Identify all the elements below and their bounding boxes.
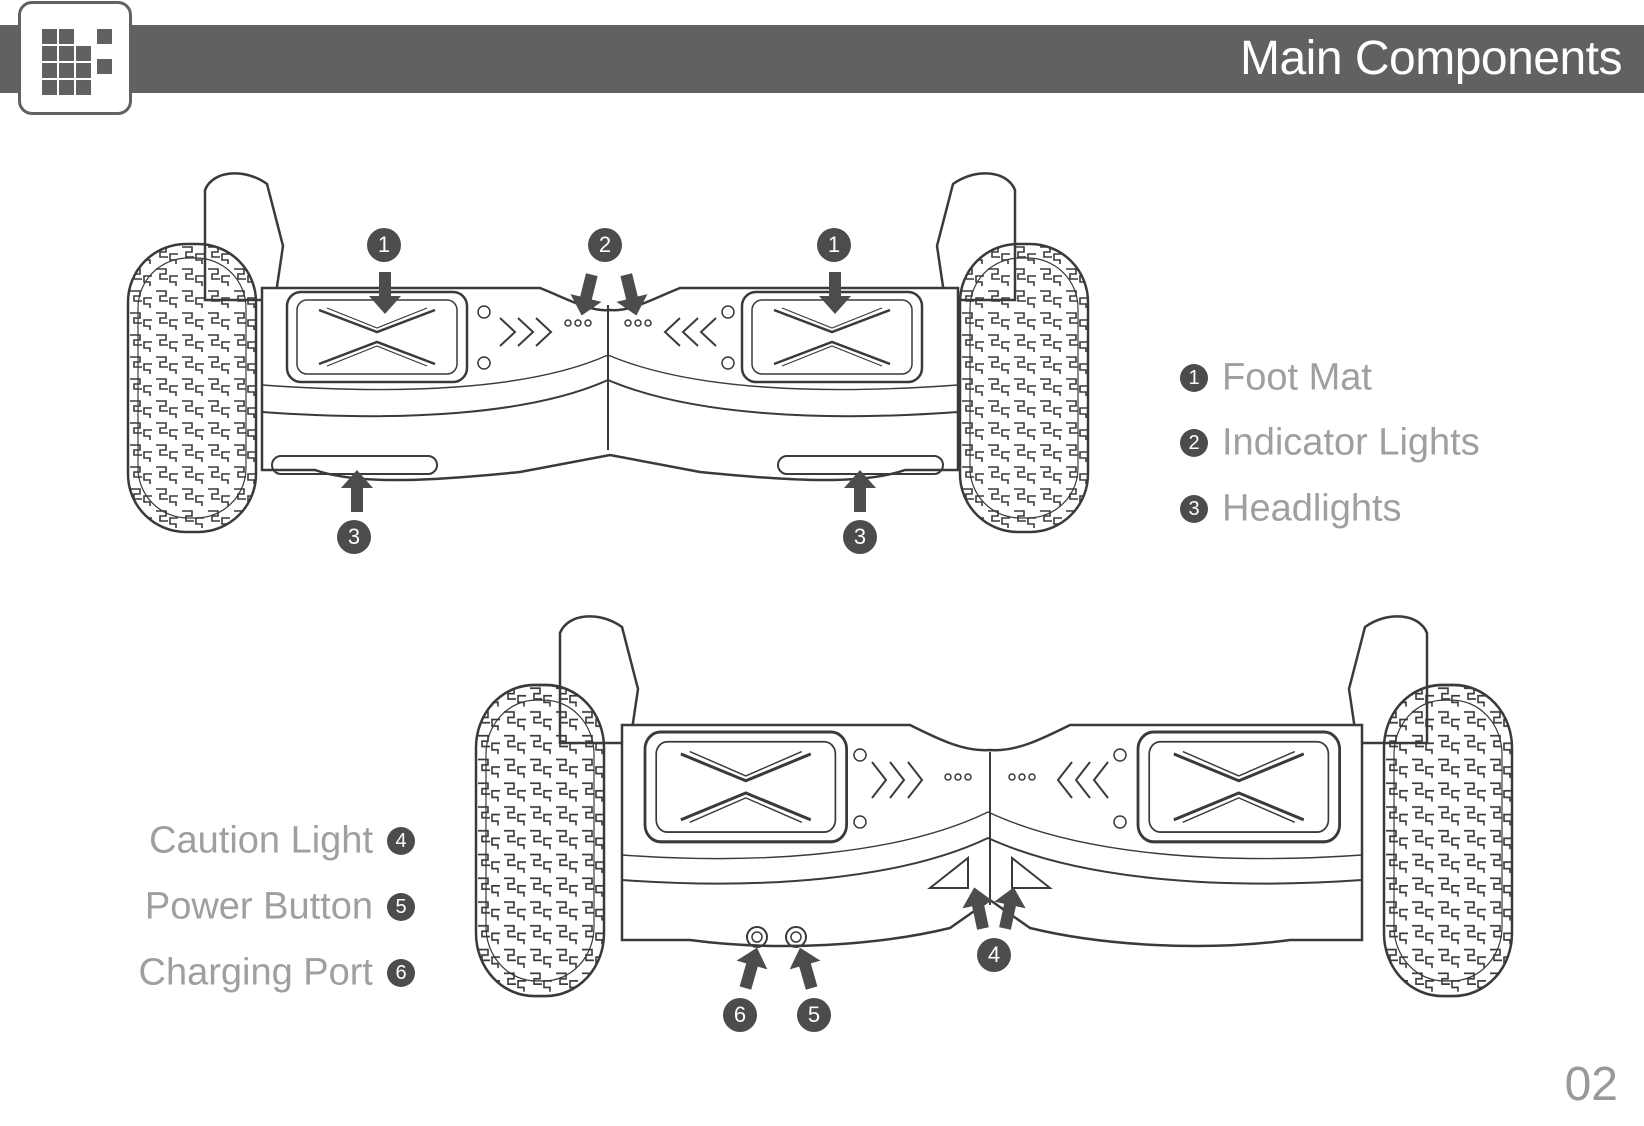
legend-foot-mat: 1 Foot Mat xyxy=(1180,355,1372,399)
callout-charging-port: 6 xyxy=(723,998,757,1032)
legend-indicator-lights: 2 Indicator Lights xyxy=(1180,420,1480,464)
top-right-wheel xyxy=(960,244,1088,532)
arrow-charging-port xyxy=(730,943,772,992)
bottom-right-wheel xyxy=(1384,685,1512,996)
legend-label: Headlights xyxy=(1222,487,1402,529)
legend-charging-port: Charging Port 6 xyxy=(139,950,415,994)
top-foot-mat-left xyxy=(287,292,467,382)
legend-power-button: Power Button 5 xyxy=(145,884,415,928)
bottom-foot-mat-right xyxy=(1138,732,1340,842)
callout-headlight-right: 3 xyxy=(843,520,877,554)
callout-headlight-left: 3 xyxy=(337,520,371,554)
hoverboard-top-view xyxy=(128,173,1088,532)
legend-number: 5 xyxy=(387,893,415,921)
legend-label: Indicator Lights xyxy=(1222,421,1480,463)
callout-foot-mat-left: 1 xyxy=(367,228,401,262)
legend-label: Caution Light xyxy=(149,819,373,861)
callout-caution-light: 4 xyxy=(977,938,1011,972)
arrow-power-button xyxy=(785,943,827,992)
legend-number: 4 xyxy=(387,827,415,855)
callout-power-button: 5 xyxy=(797,998,831,1032)
page-number: 02 xyxy=(1565,1057,1618,1112)
legend-number: 2 xyxy=(1180,429,1208,457)
legend-number: 6 xyxy=(387,959,415,987)
legend-label: Foot Mat xyxy=(1222,356,1372,398)
callout-foot-mat-right: 1 xyxy=(817,228,851,262)
bottom-left-wheel xyxy=(476,685,604,996)
legend-number: 3 xyxy=(1180,495,1208,523)
bottom-foot-mat-left xyxy=(645,732,847,842)
legend-number: 1 xyxy=(1180,364,1208,392)
legend-caution-light: Caution Light 4 xyxy=(149,818,415,862)
legend-label: Charging Port xyxy=(139,951,373,993)
top-left-wheel xyxy=(128,244,256,532)
legend-label: Power Button xyxy=(145,885,373,927)
callout-indicator-lights: 2 xyxy=(588,228,622,262)
legend-headlights: 3 Headlights xyxy=(1180,486,1402,530)
